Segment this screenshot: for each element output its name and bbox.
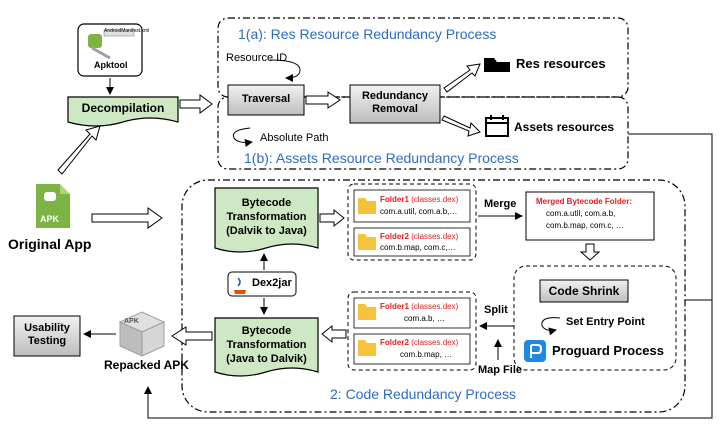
apk-icon-text: APK: [40, 214, 60, 224]
entry-point-curve: [541, 317, 561, 336]
code-title: 2: Code Redundancy Process: [330, 386, 516, 402]
merged-title: Merged Bytecode Folder:: [536, 197, 633, 206]
hollow-arrow-assets: [441, 115, 481, 137]
folder-group-bottom: [347, 291, 477, 371]
resource-id-label: Resource ID: [226, 52, 288, 64]
folder4-content: com.b.map, …: [400, 350, 453, 359]
apktool-label: Apktool: [94, 60, 128, 70]
proguard-label: Proguard Process: [552, 343, 664, 358]
folder4-name-text: Folder2: [380, 338, 409, 347]
code-region-box: [181, 179, 686, 413]
bt1-label: Bytecode Transformation (Dalvik to Java): [226, 197, 307, 237]
folder2-name: Folder2 (classes.dex): [380, 232, 458, 241]
hollow-arrow-5: [579, 243, 601, 261]
res-resources-label: Res resources: [516, 56, 606, 71]
folder4-name: Folder2 (classes.dex): [380, 338, 458, 347]
decompilation-label: Decompilation: [81, 101, 165, 115]
folder-group-top: [347, 183, 477, 261]
map-file-label: Map File: [478, 364, 523, 376]
folder2-dex: (classes.dex): [411, 232, 459, 241]
bt2-shape: [214, 317, 319, 377]
traversal-label: Traversal: [241, 93, 291, 105]
resource-id-curve: [269, 59, 301, 82]
absolute-path-label: Absolute Path: [260, 132, 329, 144]
merged-folder-box: [525, 191, 655, 241]
folder2-icon: [358, 234, 376, 250]
usability-box: [13, 315, 81, 357]
hollow-arrow-2: [91, 207, 163, 229]
merged-line1: com.a.util, com.a.b,: [546, 209, 616, 218]
folder1-name-text: Folder1: [380, 195, 409, 204]
folder1-icon: [358, 198, 376, 214]
merged-line2: com.b.map, com.c, …: [546, 221, 624, 230]
calendar-icon-assets: [485, 115, 509, 137]
folder3-name-text: Folder1: [380, 302, 409, 311]
repacked-apk-icon: [118, 311, 166, 357]
apk-file-icon: [36, 184, 70, 228]
traversal-box: [227, 84, 305, 116]
folder2-content: com.b.map, com.c,…: [380, 243, 456, 252]
hollow-arrow-diag: [57, 125, 101, 175]
redundancy-removal-label: Redundancy Removal: [361, 90, 428, 115]
folder-icon-res: [484, 58, 510, 72]
code-shrink-label: Code Shrink: [548, 284, 620, 298]
proguard-region: [513, 265, 677, 371]
hollow-arrow-4: [319, 208, 345, 228]
hollow-arrow-7: [171, 326, 213, 346]
code-shrink-box: [539, 279, 629, 303]
feedback-arrowhead: [144, 386, 152, 394]
proguard-icon: [524, 340, 546, 362]
folder1-dex: (classes.dex): [411, 195, 459, 204]
redundancy-removal-box: [349, 84, 441, 124]
bt1-shape: [214, 187, 319, 253]
res-title: 1(a): Res Resource Redundancy Process: [238, 26, 497, 42]
java-icon: [234, 277, 246, 294]
decompilation-shape: [67, 96, 179, 127]
folder3-dex: (classes.dex): [411, 302, 459, 311]
folder4-dex: (classes.dex): [411, 338, 459, 347]
dex2jar-label: Dex2jar: [252, 277, 292, 289]
hollow-arrow-res: [443, 63, 481, 93]
usability-label: Usability Testing: [24, 322, 70, 347]
bt2-label: Bytecode Transformation (Java to Dalvik): [226, 325, 307, 365]
feedback-line: [147, 133, 713, 419]
folder3-content: com.a.b, …: [404, 314, 445, 323]
hollow-arrow-1: [179, 94, 213, 114]
assets-title: 1(b): Assets Resource Redundancy Process: [244, 150, 519, 166]
folder3-icon: [358, 304, 376, 320]
absolute-path-curve: [232, 127, 253, 147]
repacked-icon-text: APK: [124, 318, 139, 325]
merge-label: Merge: [484, 198, 517, 210]
assets-resources-label: Assets resources: [514, 120, 615, 134]
repacked-apk-label: Repacked APK: [104, 358, 189, 372]
folder1-name: Folder1 (classes.dex): [380, 195, 458, 204]
hollow-arrow-6: [321, 324, 347, 344]
apktool-android-icon: [88, 29, 135, 60]
hollow-arrow-3: [305, 91, 341, 109]
set-entry-point-label: Set Entry Point: [566, 316, 645, 328]
folder1-content: com.a.util, com.a.b,…: [380, 207, 458, 216]
original-app-label: Original App: [8, 236, 92, 252]
split-label: Split: [484, 304, 508, 316]
folder4-icon: [358, 340, 376, 356]
apktool-logo-text: AndroidManifest.xml: [104, 28, 150, 34]
folder3-name: Folder1 (classes.dex): [380, 302, 458, 311]
folder2-name-text: Folder2: [380, 232, 409, 241]
